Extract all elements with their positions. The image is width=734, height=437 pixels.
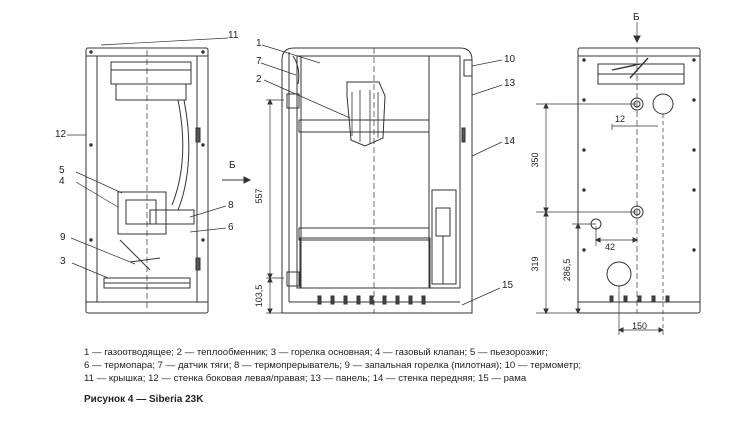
front-view xyxy=(281,47,473,314)
label-1: 1 xyxy=(256,38,262,49)
view-mark-arrow: Б xyxy=(229,160,236,171)
label-4: 4 xyxy=(59,176,65,187)
label-3: 3 xyxy=(60,256,66,267)
view-mark-top: Б xyxy=(633,12,640,23)
label-8: 8 xyxy=(228,200,234,211)
dim-103-5: 103,5 xyxy=(254,285,264,308)
label-2: 2 xyxy=(256,74,262,85)
label-9: 9 xyxy=(60,232,66,243)
label-13: 13 xyxy=(504,78,516,89)
label-11: 11 xyxy=(228,30,239,41)
legend-line-2: 6 — термопара; 7 — датчик тяги; 8 — терм… xyxy=(84,360,582,371)
label-7: 7 xyxy=(256,56,262,67)
dim-286-5: 286,5 xyxy=(562,259,572,282)
rear-view xyxy=(577,47,701,314)
label-6: 6 xyxy=(228,222,234,233)
dim-150: 150 xyxy=(632,321,647,331)
dim-42: 42 xyxy=(605,242,615,252)
side-view xyxy=(85,47,209,314)
figure-caption: Рисунок 4 — Siberia 23K xyxy=(84,394,204,405)
dim-350: 350 xyxy=(530,152,540,167)
dim-319: 319 xyxy=(530,256,540,271)
label-15: 15 xyxy=(502,280,514,291)
label-5: 5 xyxy=(59,165,65,176)
label-14: 14 xyxy=(504,136,516,147)
dim-557: 557 xyxy=(254,188,264,203)
legend-line-1: 1 — газоотводящее; 2 — теплообменник; 3 … xyxy=(84,347,548,358)
dim-12: 12 xyxy=(615,114,625,124)
label-10: 10 xyxy=(504,54,516,65)
legend: 1 — газоотводящее; 2 — теплообменник; 3 … xyxy=(84,346,724,385)
label-12: 12 xyxy=(55,129,67,140)
legend-line-3: 11 — крышка; 12 — стенка боковая левая/п… xyxy=(84,373,527,384)
